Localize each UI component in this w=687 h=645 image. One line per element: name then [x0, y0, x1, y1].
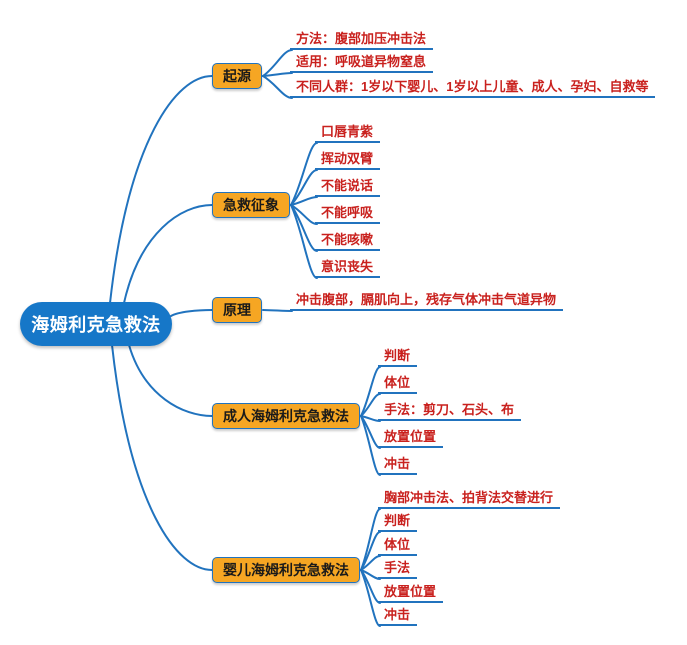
leaf-topic-4-1[interactable]: 判断 — [378, 348, 418, 367]
leaf-topic-4-2[interactable]: 体位 — [378, 375, 418, 394]
leaf-topic-1-2[interactable]: 适用：呼吸道异物窒息 — [290, 54, 434, 73]
connector-line — [128, 344, 213, 417]
leaf-topic-4-3[interactable]: 手法：剪刀、石头、布 — [378, 402, 522, 421]
connector-line — [290, 204, 318, 279]
connector-line — [262, 75, 293, 99]
branch-topic-4[interactable]: 成人海姆利克急救法 — [212, 403, 360, 429]
leaf-topic-2-3[interactable]: 不能说话 — [315, 178, 381, 197]
leaf-topic-1-1[interactable]: 方法：腹部加压冲击法 — [290, 31, 434, 50]
leaf-topic-5-2[interactable]: 判断 — [378, 513, 418, 532]
connector-line — [262, 49, 293, 77]
branch-topic-1[interactable]: 起源 — [212, 63, 262, 89]
leaf-topic-2-2[interactable]: 挥动双臂 — [315, 151, 381, 170]
leaf-topic-5-1[interactable]: 胸部冲击法、拍背法交替进行 — [378, 490, 561, 509]
branch-topic-2[interactable]: 急救征象 — [212, 192, 290, 218]
leaf-topic-4-5[interactable]: 冲击 — [378, 456, 418, 475]
leaf-topic-5-4[interactable]: 手法 — [378, 560, 418, 579]
leaf-topic-5-6[interactable]: 冲击 — [378, 607, 418, 626]
root-topic[interactable]: 海姆利克急救法 — [20, 302, 172, 346]
leaf-topic-3-1[interactable]: 冲击腹部，膈肌向上，残存气体冲击气道异物 — [290, 292, 564, 311]
connector-line — [111, 344, 213, 571]
leaf-topic-2-6[interactable]: 意识丧失 — [315, 259, 381, 278]
connector-line — [290, 204, 318, 225]
connector-line — [290, 142, 318, 206]
connector-line — [262, 72, 293, 77]
connector-line — [290, 169, 318, 206]
connector-line — [123, 204, 213, 304]
branch-topic-3[interactable]: 原理 — [212, 297, 262, 323]
leaf-topic-5-3[interactable]: 体位 — [378, 537, 418, 556]
connector-line — [109, 75, 213, 304]
leaf-topic-2-1[interactable]: 口唇青紫 — [315, 124, 381, 143]
connector-line — [290, 196, 318, 206]
leaf-topic-1-3[interactable]: 不同人群：1岁以下婴儿、1岁以上儿童、成人、孕妇、自救等 — [290, 79, 656, 98]
connector-line — [170, 309, 213, 317]
leaf-topic-2-4[interactable]: 不能呼吸 — [315, 205, 381, 224]
branch-topic-5[interactable]: 婴儿海姆利克急救法 — [212, 557, 360, 583]
leaf-topic-2-5[interactable]: 不能咳嗽 — [315, 232, 381, 251]
connector-line — [262, 309, 293, 312]
connector-line — [290, 204, 318, 252]
leaf-topic-4-4[interactable]: 放置位置 — [378, 429, 444, 448]
leaf-topic-5-5[interactable]: 放置位置 — [378, 584, 444, 603]
